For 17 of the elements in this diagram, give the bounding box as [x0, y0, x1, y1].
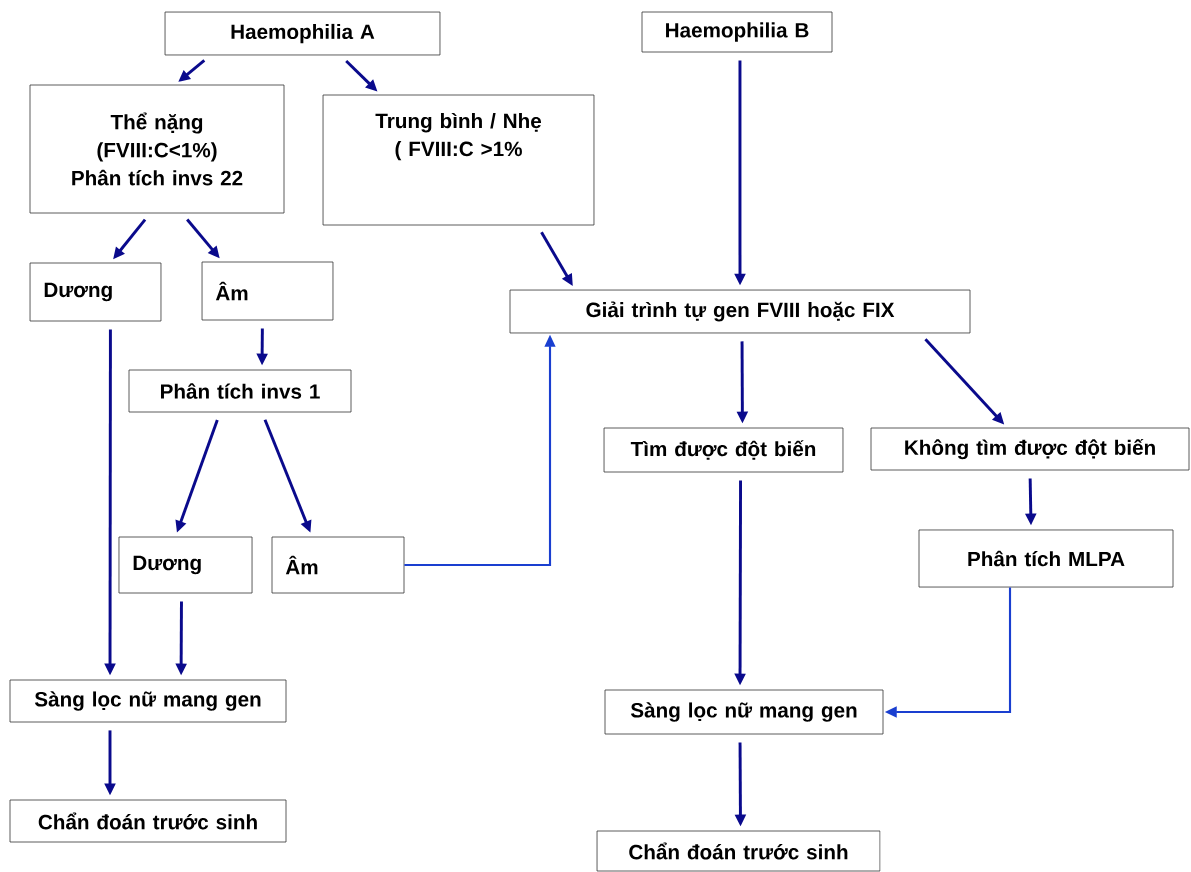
- process-box: Chẩn đoán trước sinh: [9, 799, 287, 843]
- process-box: Không tìm được đột biến: [870, 427, 1190, 471]
- process-box: Haemophilia B: [641, 11, 833, 53]
- process-box: Phân tích invs 1: [128, 369, 352, 413]
- process-box: Âm: [201, 261, 334, 321]
- process-box: Haemophilia A: [164, 11, 441, 56]
- process-box: Sàng lọc nữ mang gen: [604, 689, 884, 735]
- process-box: Phân tích MLPA: [918, 529, 1174, 588]
- process-box: Dương: [118, 536, 253, 594]
- process-box: Sàng lọc nữ mang gen: [9, 679, 287, 723]
- process-box: Dương: [29, 262, 162, 322]
- process-box: Thể nặng (FVIII:C<1%) Phân tích invs 22: [29, 84, 285, 214]
- process-box: Âm: [271, 536, 405, 594]
- process-box: Tìm được đột biến: [603, 427, 844, 473]
- process-box: Giải trình tự gen FVIII hoặc FIX: [509, 289, 971, 334]
- process-box: Trung bình / Nhẹ ( FVIII:C >1%: [322, 94, 595, 226]
- process-box: Chẩn đoán trước sinh: [596, 830, 881, 872]
